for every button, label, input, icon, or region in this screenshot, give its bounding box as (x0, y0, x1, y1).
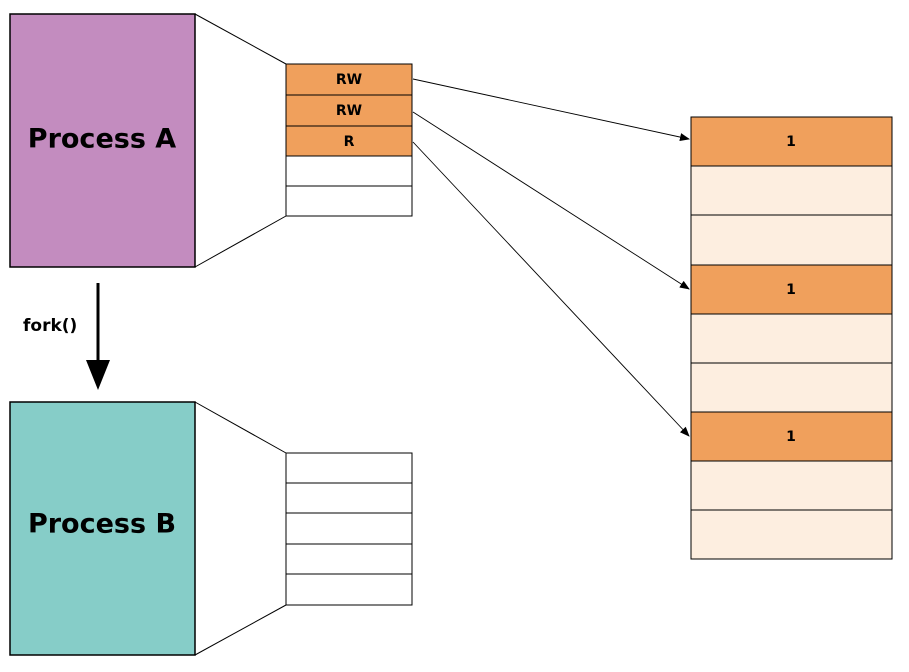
memory-frame (690, 509, 893, 560)
page-table-a-entry-label: RW (336, 103, 362, 119)
page-table-a-entry-label: RW (336, 72, 362, 88)
page-table-b-entry (285, 512, 413, 545)
process-a-label: Process A (28, 124, 177, 155)
memory-frame-ref-count: 1 (786, 134, 796, 150)
fork-arrow-head (86, 360, 110, 390)
memory-frame (690, 214, 893, 266)
memory-frame (690, 411, 893, 462)
process-b-box (9, 401, 196, 656)
zoom-line-b-bottom (194, 604, 287, 656)
page-table-a-entry (285, 63, 413, 96)
memory-frame-ref-count: 1 (786, 282, 796, 298)
page-table-a-entry (285, 94, 413, 127)
page-table-b-entry (285, 482, 413, 514)
page-table-a-entry (285, 125, 413, 157)
page-table-a-entry (285, 155, 413, 187)
memory-frame (690, 165, 893, 216)
page-table-b-entry (285, 543, 413, 575)
memory-frame (690, 362, 893, 413)
page-table-b-entry (285, 452, 413, 484)
process-a-box (9, 13, 196, 268)
zoom-line-a-top (194, 13, 287, 65)
zoom-line-b-top (194, 401, 287, 454)
process-b-label: Process B (28, 509, 176, 540)
page-table-a: RW RW R (285, 63, 413, 217)
mapping-arrow (412, 111, 690, 290)
zoom-line-a-bottom (194, 215, 287, 268)
mapping-arrow (412, 78, 690, 141)
page-table-b-entry (285, 573, 413, 606)
memory-frame (690, 116, 893, 167)
memory-frame (690, 460, 893, 511)
physical-memory: 1 1 1 (690, 116, 893, 560)
memory-frame (690, 264, 893, 315)
memory-frame-ref-count: 1 (786, 429, 796, 445)
mapping-arrow (412, 141, 690, 437)
page-table-a-entry-label: R (344, 134, 355, 150)
fork-label: fork() (23, 316, 77, 336)
page-table-a-entry (285, 185, 413, 217)
memory-frame (690, 313, 893, 364)
page-table-b (285, 452, 413, 606)
